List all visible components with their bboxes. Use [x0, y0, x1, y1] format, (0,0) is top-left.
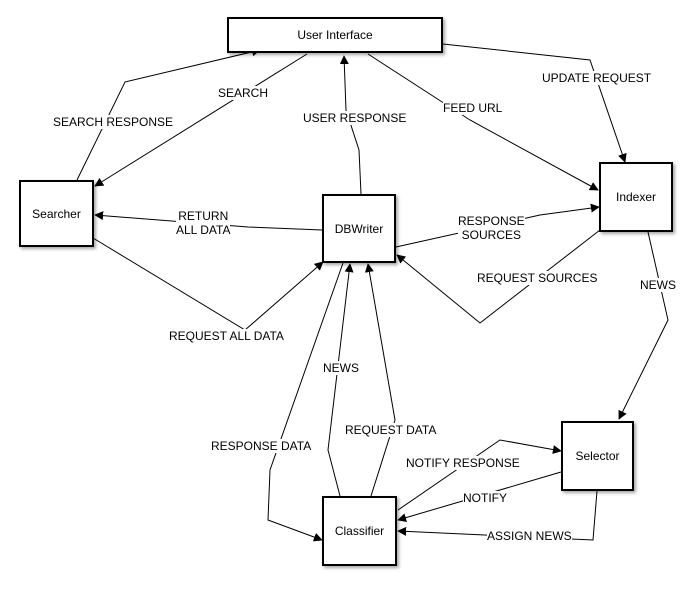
edge-request-data [364, 263, 396, 497]
edge-notify-response [397, 439, 562, 511]
indexer-label: Indexer [615, 190, 657, 204]
edge-update-request [442, 43, 627, 163]
edge-return-all-data [94, 211, 323, 231]
update-request-label: UPDATE REQUEST [542, 71, 652, 85]
return-all-data-line-2: ALL DATA [176, 223, 231, 237]
edge-response-sources [395, 203, 600, 248]
feed-url-label: FEED URL [443, 101, 503, 115]
response-data-label: RESPONSE DATA [211, 439, 312, 453]
response-sources-line-2: SOURCES [461, 228, 522, 242]
edge-news-indexer [618, 231, 669, 420]
classifier-label: Classifier [334, 524, 385, 538]
selector-node[interactable]: Selector [561, 421, 634, 491]
edge-request-all-data [92, 237, 324, 331]
request-all-data-label: REQUEST ALL DATA [169, 329, 284, 343]
edge-response-data [267, 262, 344, 542]
return-all-data-label: RETURN ALL DATA [176, 209, 231, 237]
return-all-data-line-1: RETURN [178, 209, 229, 223]
search-response-label: SEARCH RESPONSE [53, 115, 174, 129]
news-classifier-label: NEWS [323, 361, 359, 375]
indexer-node[interactable]: Indexer [599, 162, 673, 232]
response-sources-line-1: RESPONSE [458, 214, 525, 228]
user-response-label: USER RESPONSE [303, 111, 407, 125]
edge-request-sources [396, 229, 601, 324]
classifier-node[interactable]: Classifier [322, 496, 397, 566]
user-interface-node[interactable]: User Interface [227, 17, 443, 53]
request-data-label: REQUEST DATA [345, 423, 437, 437]
assign-news-label: ASSIGN NEWS [487, 529, 572, 543]
edge-news-classifier [327, 263, 354, 497]
searcher-label: Searcher [32, 206, 81, 221]
dbwriter-label: DBWriter [334, 221, 384, 236]
selector-label: Selector [575, 449, 620, 463]
request-sources-label: REQUEST SOURCES [477, 271, 598, 285]
search-label: SEARCH [218, 86, 269, 100]
edge-assign-news [397, 490, 598, 541]
notify-label: NOTIFY [463, 491, 507, 505]
edge-user-response [339, 55, 362, 195]
news-indexer-label: NEWS [640, 278, 676, 292]
dbwriter-node[interactable]: DBWriter [322, 194, 396, 263]
edge-feed-url [367, 53, 599, 191]
notify-response-label: NOTIFY RESPONSE [406, 456, 520, 470]
edge-search-response [76, 47, 261, 181]
response-sources-label: RESPONSE SOURCES [458, 214, 525, 242]
edge-search [94, 53, 308, 187]
searcher-node[interactable]: Searcher [19, 180, 94, 247]
user-interface-label: User Interface [297, 28, 373, 42]
